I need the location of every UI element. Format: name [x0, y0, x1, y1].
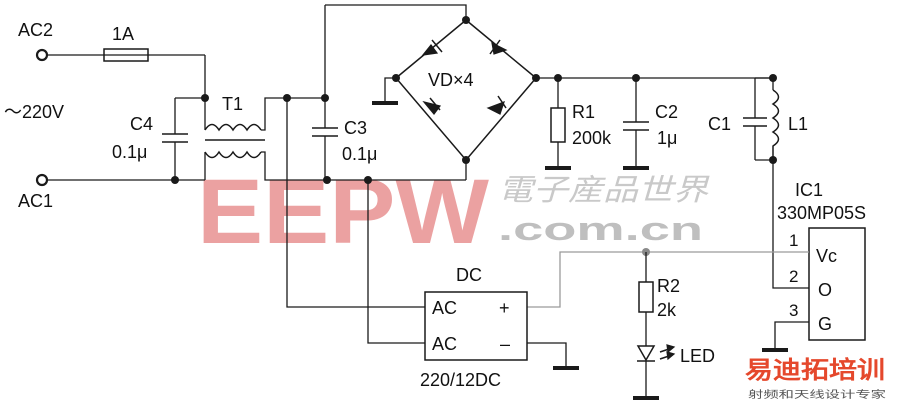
capacitor-c3: C3 0.1μ: [312, 5, 377, 180]
transformer-t1: T1: [175, 55, 287, 181]
pin-vc-label: Vc: [816, 246, 837, 266]
led: LED: [633, 344, 715, 400]
diode-bottom-right: [486, 95, 507, 115]
dc-minus-label: –: [500, 334, 510, 354]
pin-1-number: 1: [789, 231, 798, 250]
resistor-r1: R1 200k: [545, 78, 612, 170]
inductor-l1: L1: [771, 78, 808, 160]
watermark: EEPW 電子産品世界 .com.cn: [197, 161, 710, 263]
led-label: LED: [680, 346, 715, 366]
pin-o-label: O: [818, 280, 832, 300]
dc-ac-label-bottom: AC: [432, 334, 457, 354]
c3-value: 0.1μ: [342, 144, 377, 164]
corner-logo: 易迪拓培训 射频和天线设计专家: [745, 356, 886, 401]
capacitor-c1: C1: [708, 77, 777, 164]
r1-value: 200k: [572, 128, 612, 148]
watermark-cn-text: 電子産品世界: [498, 173, 710, 208]
dc-module: DC AC AC + – 220/12DC: [420, 265, 579, 390]
dc-plus-label: +: [499, 298, 510, 318]
watermark-brand: EEPW: [197, 161, 489, 263]
l1-name: L1: [788, 114, 808, 134]
terminal-ac2: AC2: [18, 20, 53, 62]
pin-g-label: G: [818, 314, 832, 334]
bridge-rectifier: VD×4: [325, 4, 540, 180]
diode-bottom-left: [422, 97, 442, 115]
c2-value: 1μ: [657, 128, 677, 148]
ic-part: 330MP05S: [777, 203, 866, 223]
dc-bus: [536, 74, 777, 82]
dc-ac-label-top: AC: [432, 298, 457, 318]
pin-3-number: 3: [789, 301, 798, 320]
c3-name: C3: [344, 118, 367, 138]
capacitor-c4: C4 0.1μ: [112, 97, 205, 184]
c4-name: C4: [130, 114, 153, 134]
fuse-1a: 1A: [47, 24, 205, 62]
dc-title: DC: [456, 265, 482, 285]
bridge-label: VD×4: [428, 70, 474, 90]
r2-value: 2k: [657, 300, 677, 320]
c4-value: 0.1μ: [112, 142, 147, 162]
capacitor-c2: C2 1μ: [623, 78, 678, 170]
dc-model-label: 220/12DC: [420, 370, 501, 390]
t1-label: T1: [222, 94, 243, 114]
ac2-label: AC2: [18, 20, 53, 40]
resistor-r2: R2 2k: [638, 252, 680, 346]
watermark-url: .com.cn: [498, 211, 703, 247]
r2-name: R2: [657, 276, 680, 296]
diode-top-right: [489, 39, 508, 55]
logo-name: 易迪拓培训: [745, 356, 885, 384]
c2-name: C2: [655, 102, 678, 122]
ac1-label: AC1: [18, 191, 53, 211]
mains-voltage-label: ～220V: [4, 102, 64, 122]
fuse-label: 1A: [112, 24, 134, 44]
diode-top-left: [421, 39, 443, 56]
logo-tagline: 射频和天线设计专家: [748, 388, 886, 401]
pin-2-number: 2: [789, 267, 798, 286]
ic-name: IC1: [795, 180, 823, 200]
r1-name: R1: [572, 102, 595, 122]
ic-330mp05s: IC1 330MP05S Vc O G 1 2 3: [762, 160, 866, 352]
secondary-wiring: [283, 94, 466, 344]
c1-name: C1: [708, 114, 731, 134]
